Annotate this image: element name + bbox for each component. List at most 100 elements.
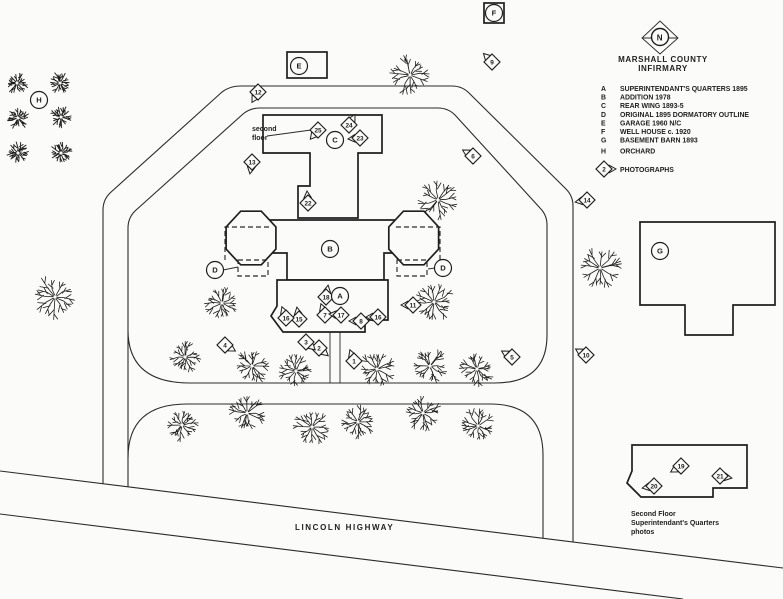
marker-diamond-icon — [711, 467, 729, 485]
north-arrow-diamond — [641, 20, 679, 55]
marker-number: 15 — [295, 316, 303, 323]
photo-marker-16: 16 — [364, 308, 387, 326]
inset-caption-line2: Superintendant's Quarters — [631, 520, 719, 527]
photo-marker-4: 4 — [216, 336, 237, 354]
north-letter: N — [657, 34, 663, 43]
label-circle-icon — [433, 258, 453, 278]
photo-marker-22: 22 — [299, 189, 317, 212]
legend-item-key-A: A — [601, 86, 606, 93]
photo-marker-10: 10 — [574, 346, 595, 364]
photo-marker-16: 16 — [277, 305, 295, 327]
orchard-tree — [50, 106, 72, 129]
label-circle-icon — [330, 286, 350, 306]
second-floor-note-line2: floor — [252, 135, 268, 142]
marker-diamond-icon — [316, 306, 334, 324]
marker-number: 8 — [359, 318, 363, 325]
label-letter: B — [327, 245, 333, 254]
marker-number: 23 — [356, 135, 364, 142]
label-letter: D — [212, 266, 218, 275]
front-walkway — [329, 332, 341, 383]
orchard-tree — [7, 107, 29, 129]
marker-diamond-icon — [277, 309, 295, 327]
marker-diamond-icon — [483, 53, 501, 71]
label-circle-icon — [205, 260, 225, 280]
marker-number: 2 — [317, 345, 321, 352]
north-arrow-circle — [650, 27, 670, 47]
marker-diamond-icon — [340, 116, 358, 134]
label-letter: D — [440, 264, 446, 273]
marker-number: 5 — [510, 354, 514, 361]
photo-marker-25: 25 — [309, 121, 327, 140]
legend-item-key-H: H — [601, 149, 606, 156]
marker-diamond-icon — [249, 83, 267, 101]
inset-caption-line1: Second Floor — [631, 511, 676, 518]
marker-diamond-icon — [297, 333, 315, 351]
marker-diamond-icon — [369, 308, 387, 326]
legend-item-label-C: REAR WING 1893-5 — [620, 103, 684, 110]
photo-marker-3: 3 — [297, 333, 316, 351]
photo-marker-15: 15 — [290, 306, 308, 328]
marker-number: 20 — [650, 483, 658, 490]
tree — [415, 283, 454, 320]
legend-item-key-G: G — [601, 138, 606, 145]
marker-number: 7 — [323, 312, 327, 319]
marker-number: 19 — [677, 463, 685, 470]
marker-number: 12 — [254, 89, 262, 96]
building-label-F: F — [484, 3, 504, 23]
orchard-tree — [50, 72, 70, 93]
plan-title-line1: MARSHALL COUNTY — [618, 55, 708, 64]
marker-number: 18 — [322, 294, 330, 301]
building-label-B: B — [320, 239, 340, 259]
photo-marker-19: 19 — [669, 457, 690, 475]
marker-diamond-icon — [404, 296, 422, 314]
marker-number: 21 — [716, 473, 724, 480]
d-leader-right — [427, 267, 436, 270]
photo-marker-6: 6 — [461, 147, 482, 165]
marker-diamond-icon — [645, 477, 663, 495]
tree — [292, 412, 329, 445]
orchard-tree — [7, 72, 28, 94]
building-label-E: E — [289, 56, 309, 76]
second-floor-note-line1: second — [252, 126, 277, 133]
legend-item-key-B: B — [601, 95, 606, 102]
legend-item-key-F: F — [601, 129, 605, 136]
marker-diamond-icon — [243, 153, 261, 171]
marker-diamond-icon — [577, 346, 595, 364]
building-label-D: D — [205, 260, 225, 280]
photo-marker-21: 21 — [711, 467, 733, 485]
photo-marker-20: 20 — [641, 477, 663, 495]
label-letter: H — [36, 96, 41, 105]
tree — [236, 351, 270, 383]
tree — [461, 408, 494, 440]
marker-number: 3 — [304, 339, 308, 346]
tree — [413, 349, 447, 383]
marker-number: 14 — [583, 197, 591, 204]
legend-item-label-B: ADDITION 1978 — [620, 95, 671, 102]
trees-layer — [6, 54, 622, 445]
label-letter: G — [657, 247, 663, 256]
tree — [278, 354, 312, 387]
photo-marker-5: 5 — [500, 348, 521, 366]
plan-title-line2: INFIRMARY — [638, 64, 688, 73]
legend-item-key-E: E — [601, 120, 606, 127]
label-letter: C — [332, 136, 338, 145]
label-circle-icon — [289, 56, 309, 76]
tree — [417, 180, 458, 221]
tree — [167, 410, 199, 443]
driveway-inner-loop — [127, 107, 548, 487]
tree — [341, 404, 374, 440]
tree — [228, 396, 266, 430]
building-label-A: A — [330, 286, 350, 306]
highway-top-edge — [0, 470, 783, 569]
tree — [580, 248, 622, 288]
tree — [169, 341, 202, 373]
legend-item-label-A: SUPERINTENDANT'S QUARTERS 1895 — [620, 86, 748, 93]
marker-diamond-icon — [595, 160, 613, 178]
photo-marker-17: 17 — [327, 306, 350, 324]
legend-photographs-label: PHOTOGRAPHS — [620, 167, 674, 174]
marker-number: 16 — [282, 315, 290, 322]
